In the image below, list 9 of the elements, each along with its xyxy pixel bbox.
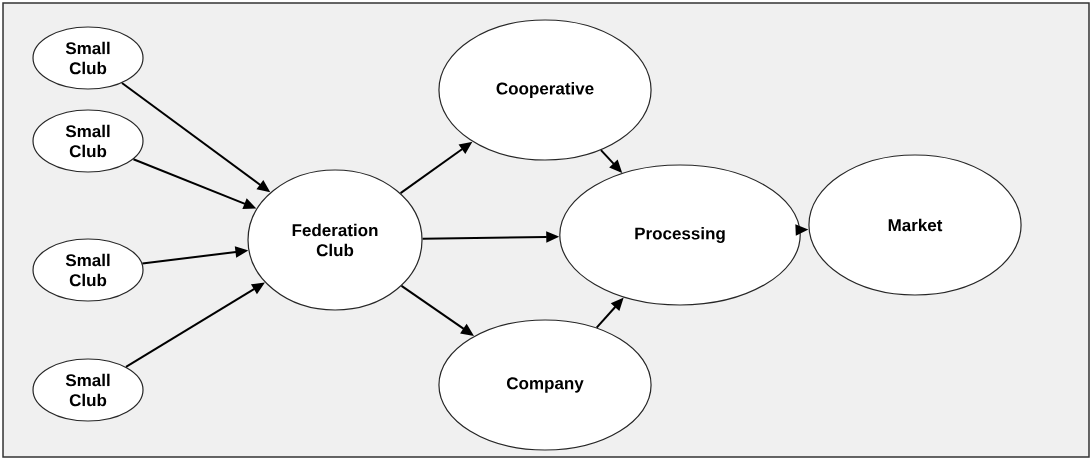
ellipse-node: Federation Club <box>247 169 423 311</box>
ellipse-node: Small Club <box>32 358 144 422</box>
ellipse-node: Small Club <box>32 238 144 302</box>
ellipse-node: Market <box>808 154 1022 296</box>
ellipse-node: Company <box>438 319 652 451</box>
ellipse-node: Small Club <box>32 109 144 173</box>
ellipse-node: Cooperative <box>438 19 652 161</box>
ellipse-node: Processing <box>559 164 801 306</box>
ellipse-node: Small Club <box>32 26 144 90</box>
